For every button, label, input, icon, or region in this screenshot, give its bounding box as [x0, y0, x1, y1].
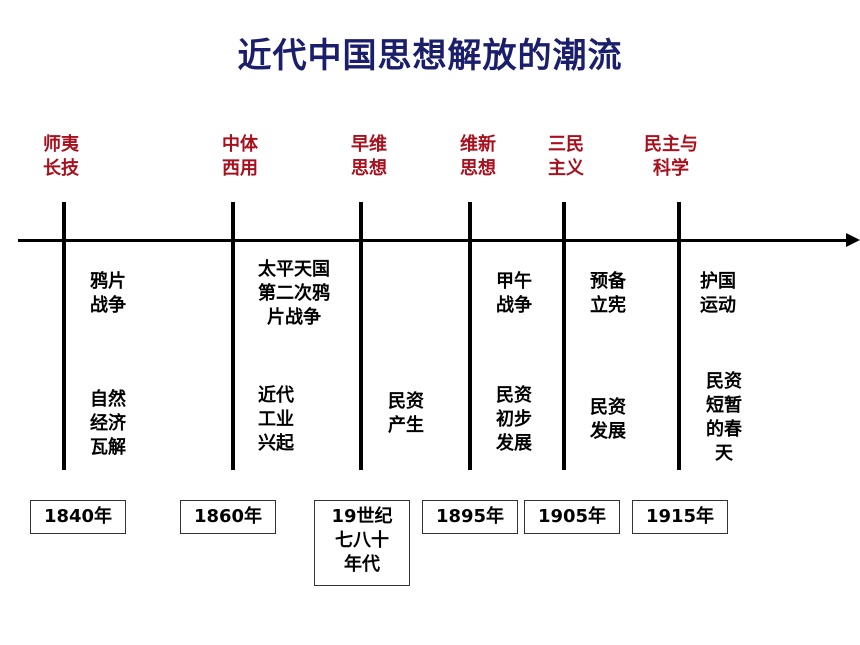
timeline-tick-1915: [677, 202, 681, 470]
date-box-1895: 1895年: [422, 500, 518, 534]
timeline-tick-1870s: [359, 202, 363, 470]
timeline-axis: [18, 239, 850, 242]
label-zhongti-xiyong: 中体 西用: [222, 134, 258, 179]
page-title: 近代中国思想解放的潮流: [237, 36, 623, 76]
label-weixin-sixiang: 维新 思想: [460, 134, 496, 179]
event-taiping-second-opium-war: 太平天国 第二次鸦 片战争: [258, 259, 330, 328]
label-minzhu-kexue: 民主与 科学: [644, 134, 698, 179]
event-opium-war: 鸦片 战争: [90, 271, 126, 316]
event-sino-japanese-war: 甲午 战争: [496, 271, 532, 316]
timeline-tick-1895: [468, 202, 472, 470]
date-box-1840: 1840年: [30, 500, 126, 534]
label-zaowei-sixiang: 早维 思想: [351, 134, 387, 179]
event-natural-economy-collapse: 自然 经济 瓦解: [90, 389, 126, 458]
timeline-tick-1860: [231, 202, 235, 470]
label-sanmin-zhuyi: 三民 主义: [548, 134, 584, 179]
date-box-1860: 1860年: [180, 500, 276, 534]
date-box-1870s: 19世纪 七八十 年代: [314, 500, 410, 586]
date-box-1905: 1905年: [524, 500, 620, 534]
event-constitutional-prep: 预备 立宪: [590, 271, 626, 316]
event-national-capital-spring: 民资 短暂 的春 天: [706, 371, 742, 464]
event-national-capital-emergence: 民资 产生: [388, 391, 424, 436]
timeline-tick-1905: [562, 202, 566, 470]
event-modern-industry-rise: 近代 工业 兴起: [258, 385, 294, 454]
timeline-tick-1840: [62, 202, 66, 470]
event-national-protection: 护国 运动: [700, 271, 736, 316]
date-box-1915: 1915年: [632, 500, 728, 534]
event-national-capital-dev: 民资 发展: [590, 397, 626, 442]
label-shiyi-changji: 师夷 长技: [43, 134, 79, 179]
event-national-capital-initial-dev: 民资 初步 发展: [496, 385, 532, 454]
timeline-arrow-icon: [846, 233, 860, 247]
